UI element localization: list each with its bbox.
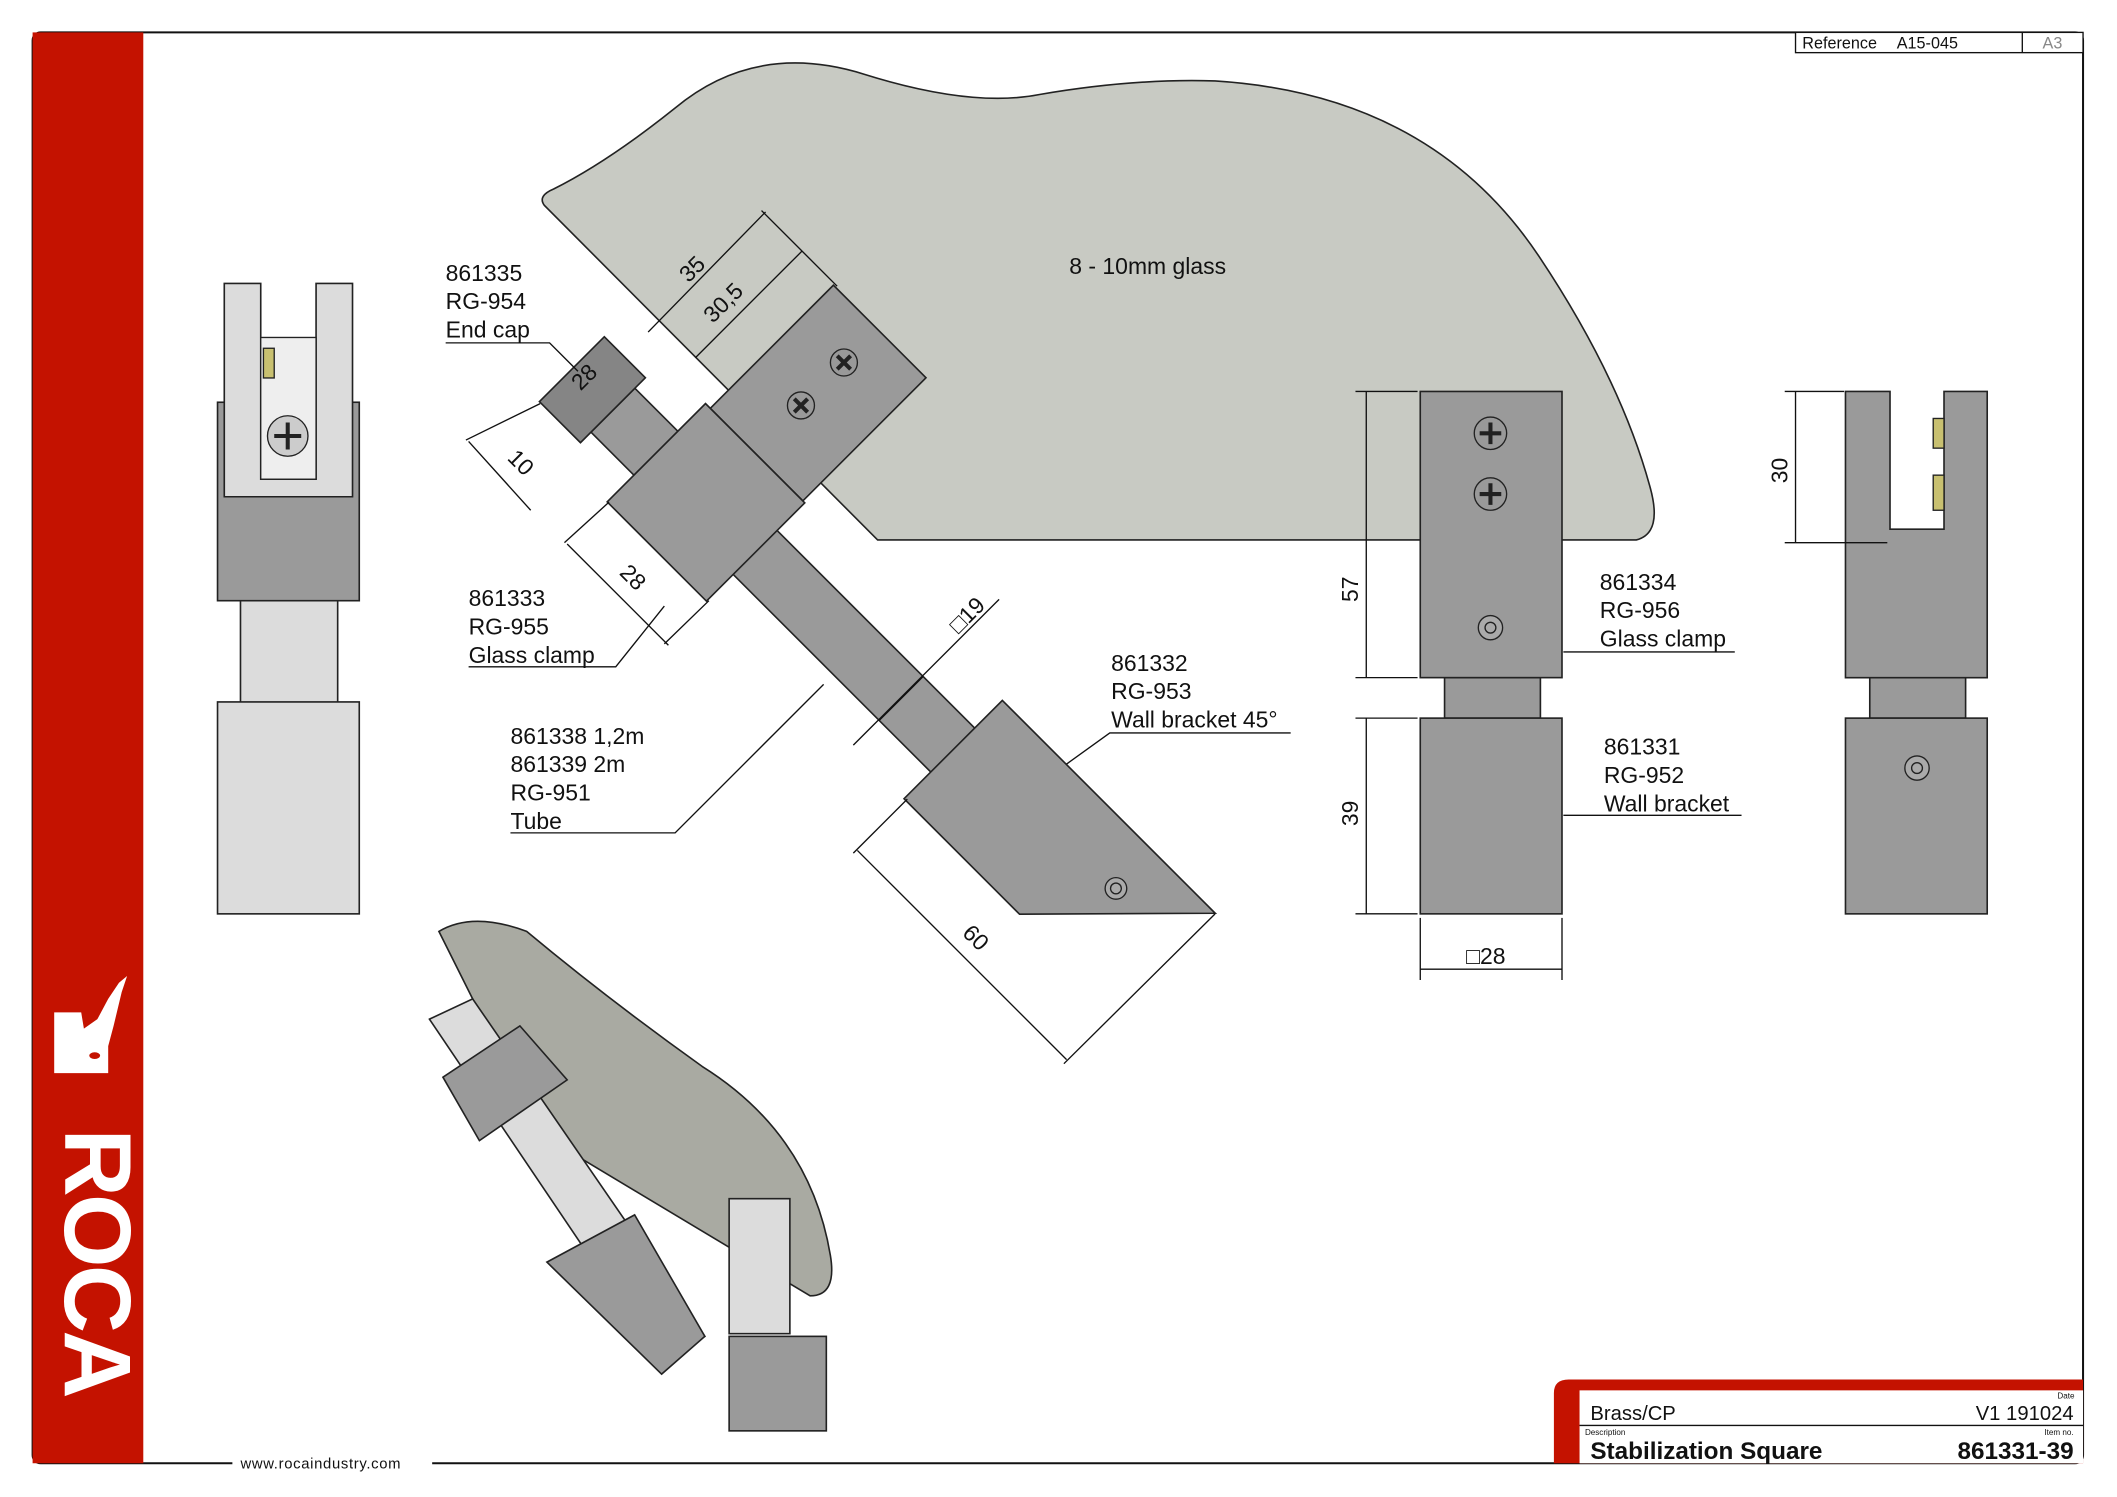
glass-label: 8 - 10mm glass: [1069, 253, 1226, 279]
callout-text: 861332: [1111, 650, 1188, 676]
callout-text: Wall bracket: [1604, 790, 1730, 816]
side-view: 30: [1766, 390, 1989, 915]
callout-text: RG-952: [1604, 762, 1684, 788]
screw-icon: [266, 415, 309, 457]
dim-28-front: □28: [1466, 943, 1505, 969]
bolt-icon: [1104, 876, 1128, 900]
description-label: Description: [1585, 1428, 1625, 1437]
callout-text: Wall bracket 45°: [1111, 707, 1277, 733]
callout-text: 861331: [1604, 734, 1681, 760]
date-label: Date: [2057, 1391, 2075, 1400]
front-view: 57 39 □28: [1337, 390, 1563, 981]
callout-text: RG-955: [469, 613, 549, 639]
screw-icon: [1473, 416, 1508, 451]
reference-label: Reference: [1802, 35, 1877, 53]
callout-text: End cap: [446, 316, 530, 342]
wall-bracket-45: [902, 699, 1218, 916]
callout-text: Glass clamp: [1600, 626, 1726, 652]
screw-icon: [829, 348, 859, 377]
screw-icon: [1473, 477, 1508, 511]
callout-text: 861339 2m: [510, 751, 625, 777]
callout-text: 861338 1,2m: [510, 723, 644, 749]
roca-fish-logo-icon: [54, 975, 128, 1074]
screw-icon: [786, 391, 816, 420]
reference-box: Reference A15-045 A3: [1794, 31, 2084, 54]
callout-text: RG-956: [1600, 597, 1680, 623]
callout-wall-bracket: 861331 RG-952 Wall bracket: [1563, 734, 1742, 816]
callout-tube: 861338 1,2m 861339 2m RG-951 Tube: [510, 683, 825, 834]
callout-text: RG-951: [510, 779, 590, 805]
left-view: [216, 282, 361, 915]
dim-39: 39: [1337, 801, 1363, 827]
callout-text: RG-953: [1111, 678, 1191, 704]
callout-text: 861333: [469, 585, 546, 611]
item-number: 861331-39: [1957, 1438, 2073, 1465]
callout-glass-clamp-diag: 861333 RG-955 Glass clamp: [469, 585, 665, 668]
isometric-view: [428, 920, 833, 1432]
dim-30: 30: [1766, 458, 1792, 484]
callout-text: Tube: [510, 808, 561, 834]
bolt-icon: [1904, 755, 1930, 781]
brand-logo-text: ROCA: [44, 1128, 150, 1396]
version-date: V1 191024: [1976, 1403, 2074, 1425]
callout-text: Glass clamp: [469, 642, 595, 668]
website-text: www.rocaindustry.com: [239, 1457, 401, 1473]
dim-57: 57: [1337, 577, 1363, 603]
diagonal-assembly: [538, 284, 1218, 916]
callout-text: 861335: [446, 260, 523, 286]
callout-glass-clamp: 861334 RG-956 Glass clamp: [1563, 569, 1735, 653]
end-cap: [538, 335, 647, 444]
brand-band: [32, 32, 144, 1464]
reference-value: A15-045: [1897, 35, 1958, 53]
title-block: Date Brass/CP V1 191024 Description Item…: [1553, 1379, 2084, 1465]
item-label: Item no.: [2044, 1428, 2073, 1437]
callout-end-cap: 861335 RG-954 End cap: [445, 260, 579, 372]
website-text-background: [232, 1455, 433, 1472]
description: Stabilization Square: [1590, 1438, 1822, 1465]
callout-text: RG-954: [446, 288, 527, 314]
paper-size: A3: [2043, 35, 2063, 53]
glass-clamp: [606, 402, 806, 603]
callout-wall-bracket-45: 861332 RG-953 Wall bracket 45°: [1066, 650, 1291, 765]
bolt-icon: [1477, 614, 1504, 641]
material: Brass/CP: [1590, 1403, 1675, 1425]
callout-text: 861334: [1600, 569, 1677, 595]
